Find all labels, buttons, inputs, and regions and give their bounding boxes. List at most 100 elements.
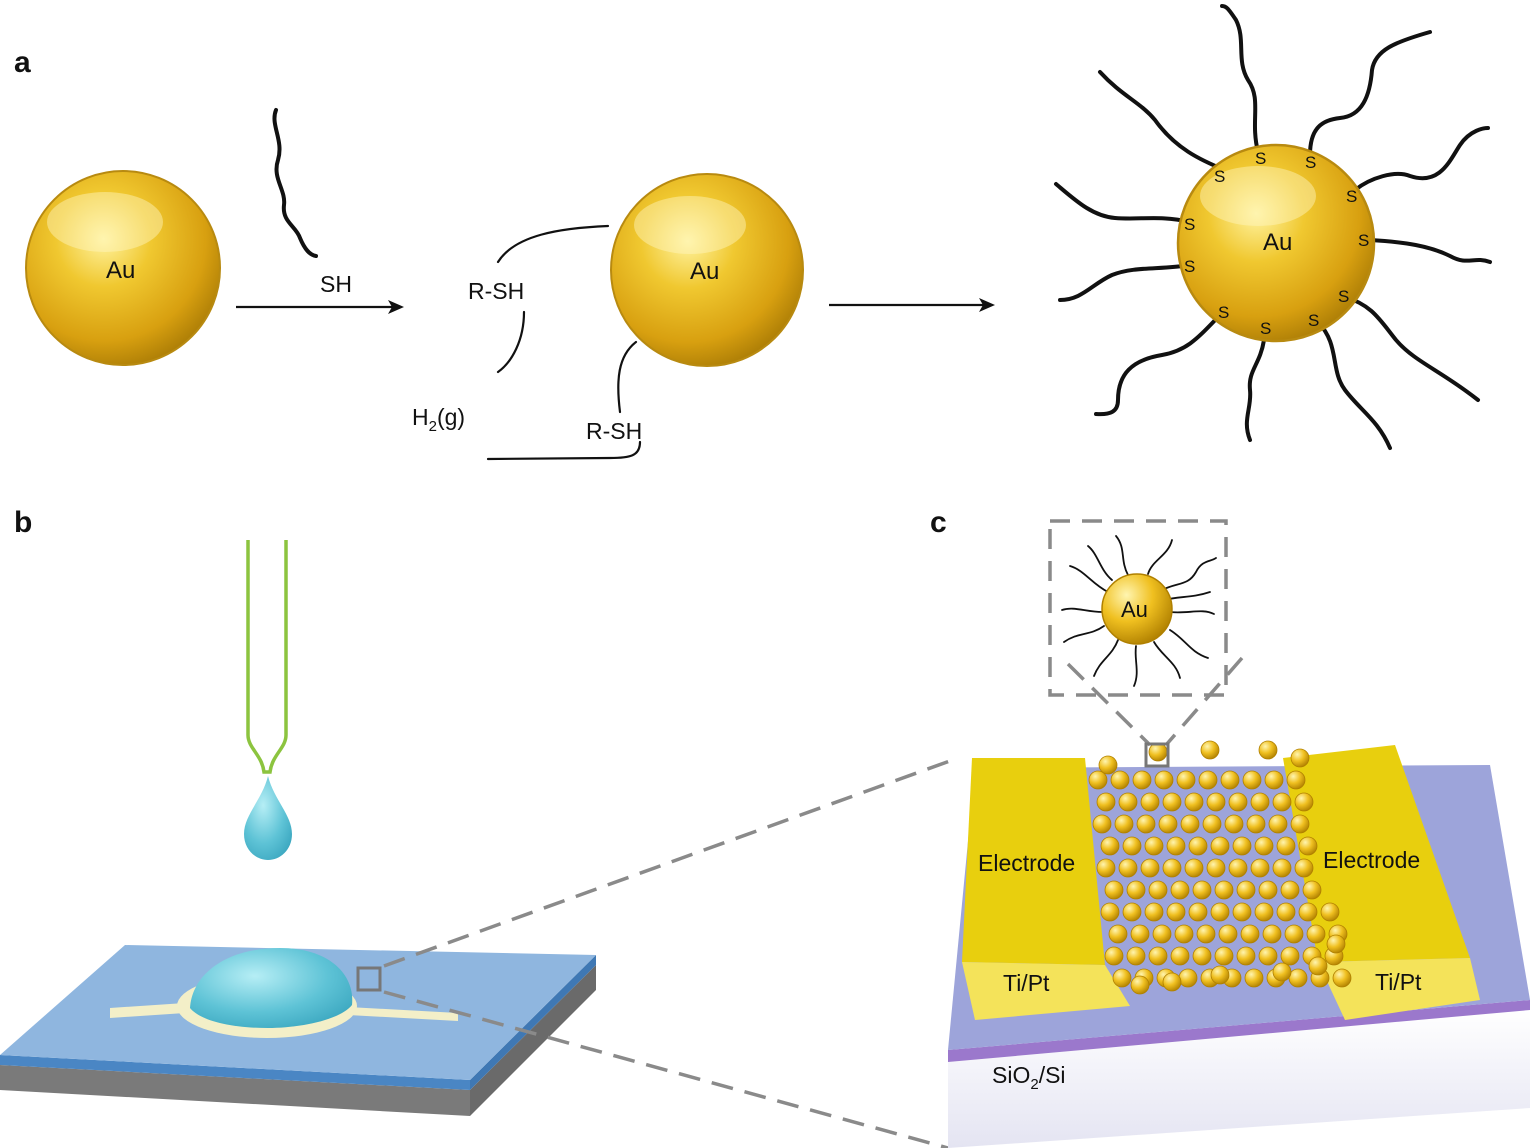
sessile-droplet	[190, 948, 353, 1028]
gold-nanoparticle	[1192, 946, 1212, 966]
gold-nanoparticle	[1096, 858, 1116, 878]
falling-droplet	[244, 776, 292, 860]
zoom-dashed-line	[383, 756, 959, 968]
gold-nanoparticle	[1242, 770, 1262, 790]
gold-nanoparticle	[1188, 836, 1208, 856]
panel-label-b: b	[14, 506, 32, 539]
contact-left-label: Ti/Pt	[1003, 970, 1050, 996]
functionalized-nanoparticle: Au S S S S S S S S S S S	[1054, 4, 1492, 450]
gold-nanoparticle	[1276, 902, 1296, 922]
gold-nanoparticle	[1250, 792, 1270, 812]
gold-nanoparticle	[1140, 858, 1160, 878]
gold-nanoparticle	[1180, 814, 1200, 834]
gold-nanoparticle	[1264, 770, 1284, 790]
au-label: Au	[1263, 229, 1292, 256]
zoom-dashed-line	[383, 990, 949, 1148]
gold-nanoparticle	[1210, 965, 1230, 985]
gold-nanoparticle	[1096, 792, 1116, 812]
gold-nanoparticle	[1178, 968, 1198, 988]
gold-nanoparticle	[1118, 858, 1138, 878]
gold-nanoparticle	[1218, 924, 1238, 944]
gold-nanoparticle	[1288, 968, 1308, 988]
contact-right-label: Ti/Pt	[1375, 969, 1422, 995]
substrate-label: SiO2/Si	[992, 1062, 1066, 1093]
zoom-region-box	[356, 966, 382, 992]
gold-nanoparticle	[1126, 880, 1146, 900]
gold-nanoparticle	[1112, 968, 1132, 988]
gold-nanoparticle	[1144, 902, 1164, 922]
ligand-line	[496, 310, 526, 374]
gold-nanoparticle	[1118, 792, 1138, 812]
gold-nanoparticle	[1140, 792, 1160, 812]
array-zoom-box	[1144, 742, 1170, 768]
gold-nanoparticle	[1294, 858, 1314, 878]
au-label: Au	[106, 257, 135, 284]
sulfur-label: S	[1305, 153, 1316, 172]
gold-nanoparticle	[1148, 946, 1168, 966]
sulfur-label: S	[1260, 319, 1271, 338]
gold-nanoparticle	[1088, 770, 1108, 790]
gold-nanoparticle	[1162, 858, 1182, 878]
sulfur-label: S	[1184, 257, 1195, 276]
gold-nanoparticle	[1162, 972, 1182, 992]
gold-nanoparticle	[1294, 792, 1314, 812]
gold-nanoparticle	[1114, 814, 1134, 834]
gold-nanoparticle	[1170, 880, 1190, 900]
gold-nanoparticle	[1306, 924, 1326, 944]
sulfur-label: S	[1218, 303, 1229, 322]
gold-nanoparticle	[1246, 814, 1266, 834]
gold-nanoparticle	[1210, 836, 1230, 856]
pipette	[246, 540, 288, 774]
gold-nanoparticle	[1100, 902, 1120, 922]
inset-box	[1048, 519, 1244, 747]
gold-nanoparticle	[1196, 924, 1216, 944]
gold-nanoparticle	[1210, 902, 1230, 922]
gold-nanoparticle	[1130, 975, 1150, 995]
gold-nanoparticle	[1192, 880, 1212, 900]
electrode-left-label: Electrode	[978, 850, 1075, 876]
panel-label-a: a	[14, 46, 31, 79]
gold-nanoparticle-1: Au	[25, 170, 221, 366]
reagent-label: SH	[320, 271, 352, 297]
gold-nanoparticle	[1122, 836, 1142, 856]
panel-label-c: c	[930, 506, 947, 539]
gold-nanoparticle	[1162, 792, 1182, 812]
gold-nanoparticle	[1276, 836, 1296, 856]
gold-nanoparticle	[1092, 814, 1112, 834]
gold-nanoparticle	[1280, 880, 1300, 900]
gold-nanoparticle	[1290, 814, 1310, 834]
gold-nanoparticle	[1148, 880, 1168, 900]
gold-nanoparticle	[1290, 748, 1310, 768]
sulfur-label: S	[1358, 231, 1369, 250]
thiol-label-2: R-SH	[586, 418, 642, 444]
inset-gold-particle	[1101, 573, 1173, 645]
reaction-arrow-1	[236, 300, 404, 314]
gold-nanoparticle	[1320, 902, 1340, 922]
gold-nanoparticle	[1258, 740, 1278, 760]
gold-nanoparticle	[1224, 814, 1244, 834]
gold-nanoparticle	[1272, 858, 1292, 878]
gold-nanoparticle	[1254, 902, 1274, 922]
ligand-line	[496, 224, 610, 264]
sulfur-label: S	[1346, 187, 1357, 206]
gold-nanoparticle	[1152, 924, 1172, 944]
gold-nanoparticle	[1214, 880, 1234, 900]
gold-nanoparticle	[1272, 962, 1292, 982]
gold-nanoparticle	[1308, 956, 1328, 976]
hydrogen-gas-label: H2(g)	[412, 404, 465, 435]
sulfur-label: S	[1338, 287, 1349, 306]
electrode-left	[962, 758, 1130, 1020]
electrode-right-label: Electrode	[1323, 847, 1420, 873]
gold-nanoparticle	[1202, 814, 1222, 834]
gold-nanoparticle	[1184, 858, 1204, 878]
gold-nanoparticle	[1228, 792, 1248, 812]
gold-nanoparticle	[1232, 902, 1252, 922]
gold-nanoparticle	[1130, 924, 1150, 944]
gold-nanoparticle	[1214, 946, 1234, 966]
gold-nanoparticle	[1254, 836, 1274, 856]
thiol-chain	[272, 108, 318, 258]
sulfur-label: S	[1308, 311, 1319, 330]
gold-nanoparticle	[1104, 880, 1124, 900]
gold-nanoparticle	[1144, 836, 1164, 856]
